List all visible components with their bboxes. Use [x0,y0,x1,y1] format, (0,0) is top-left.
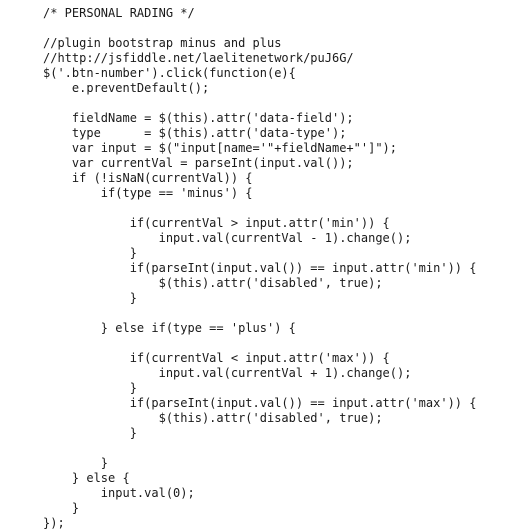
code-line [43,306,509,321]
code-line: $(this).attr('disabled', true); [43,411,383,425]
code-line: } else if(type == 'plus') { [43,321,296,335]
code-line: var currentVal = parseInt(input.val()); [43,156,354,170]
code-line [43,336,509,351]
code-line: if(type == 'minus') { [43,186,253,200]
code-line: if(currentVal < input.attr('max')) { [43,351,390,365]
code-line: //http://jsfiddle.net/laelitenetwork/puJ… [43,51,354,65]
code-line: e.preventDefault(); [43,81,210,95]
code-line: if (!isNaN(currentVal)) { [43,171,253,185]
code-line: type = $(this).attr('data-type'); [43,126,347,140]
code-line: $(this).attr('disabled', true); [43,276,383,290]
code-line [43,21,509,36]
code-line [43,201,509,216]
code-line: } [43,246,137,260]
code-line [43,441,509,456]
code-line: }); [43,516,65,530]
code-line [43,96,509,111]
code-line: } [43,501,80,515]
code-line: input.val(currentVal + 1).change(); [43,366,412,380]
code-line: input.val(currentVal - 1).change(); [43,231,412,245]
code-line: } [43,426,137,440]
code-line: $('.btn-number').click(function(e){ [43,66,296,80]
code-line: if(currentVal > input.attr('min')) { [43,216,390,230]
code-line: var input = $("input[name='"+fieldName+"… [43,141,398,155]
code-line: /* PERSONAL RADING */ [43,6,195,20]
code-line: } [43,291,137,305]
code-line: input.val(0); [43,486,195,500]
code-line: fieldName = $(this).attr('data-field'); [43,111,354,125]
code-line: //plugin bootstrap minus and plus [43,36,282,50]
code-line: if(parseInt(input.val()) == input.attr('… [43,261,477,275]
code-line: } [43,456,109,470]
code-line: } [43,381,137,395]
code-line: } else { [43,471,130,485]
code-line: if(parseInt(input.val()) == input.attr('… [43,396,477,410]
